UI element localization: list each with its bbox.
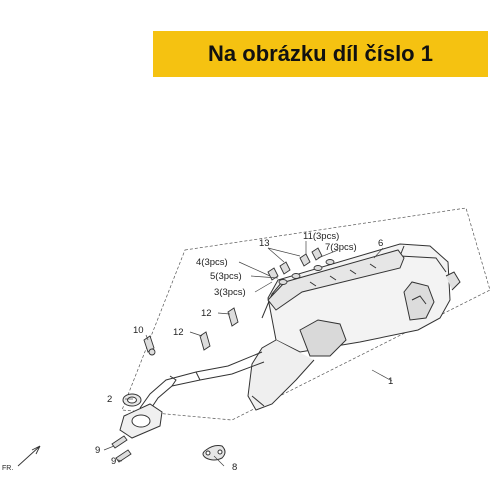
callout-3: 3(3pcs) (214, 287, 246, 298)
front-direction-arrow (17, 445, 41, 467)
gasket-8 (202, 445, 226, 461)
callout-12a: 12 (173, 327, 184, 338)
callout-12b: 12 (201, 308, 212, 319)
callout-10: 10 (133, 325, 144, 336)
front-direction-label: FR. (2, 465, 13, 472)
callout-9a: 9 (95, 445, 100, 456)
callout-4: 4(3pcs) (196, 257, 228, 268)
callout-6: 6 (378, 238, 383, 249)
banner-text: Na obrázku díl číslo 1 (208, 41, 433, 66)
callout-8: 8 (232, 462, 237, 473)
bolt-set-right (299, 247, 335, 271)
bolt-12-left (199, 331, 211, 351)
bolt-set-left (267, 261, 301, 285)
part-number-banner: Na obrázku díl číslo 1 (153, 31, 488, 77)
exhaust-pipe (139, 351, 265, 411)
callout-9b: 9 (111, 456, 116, 467)
callout-5: 5(3pcs) (210, 271, 242, 282)
callout-13: 13 (259, 238, 270, 249)
pipe-flange (119, 403, 163, 439)
gasket-2 (122, 393, 142, 407)
bolt-12-upper (227, 307, 239, 327)
callout-1: 1 (388, 376, 393, 387)
muffler (247, 243, 461, 411)
callout-7: 7(3pcs) (325, 242, 357, 253)
leader-lines (103, 241, 393, 467)
callout-11: 11(3pcs) (303, 231, 339, 242)
bolt-10 (143, 335, 156, 356)
studs-9 (111, 435, 132, 463)
callout-2: 2 (107, 394, 112, 405)
assembly-boundary (121, 207, 491, 421)
